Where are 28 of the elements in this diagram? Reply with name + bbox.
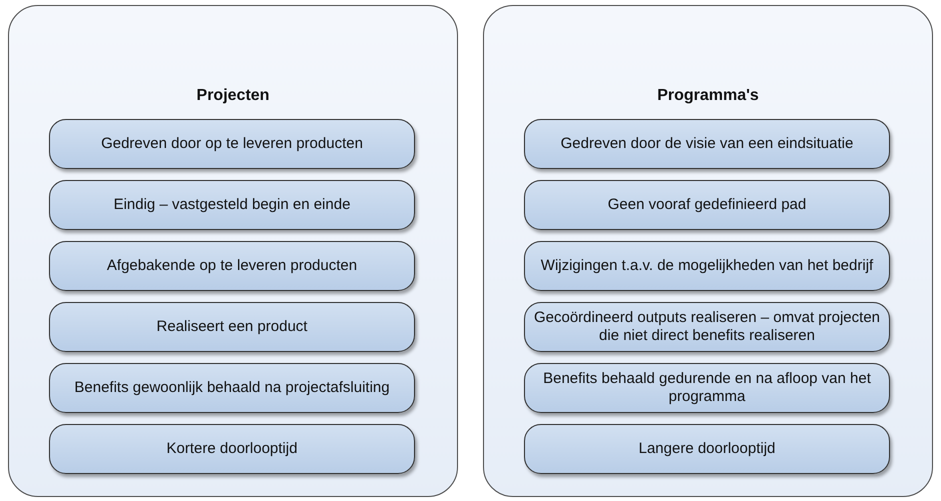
box-text: Gedreven door de visie van een eindsituatie: [560, 135, 854, 153]
rounded-box: [524, 180, 890, 230]
box-text: Wijzigingen t.a.v. de mogelijkheden van het bedrijf: [540, 257, 874, 275]
box-text: Geen vooraf gedefinieerd pad: [608, 196, 806, 214]
box-text: Benefits gewoonlijk behaald na projectafsluiting: [74, 379, 390, 397]
rounded-box: [49, 180, 415, 230]
box-text: Gedreven door op te leveren producten: [101, 135, 363, 153]
rounded-box: [49, 119, 415, 169]
box-text: Afgebakende op te leveren producten: [106, 257, 358, 275]
rounded-box: [49, 302, 415, 352]
rounded-box: [49, 424, 415, 474]
rounded-box: [524, 119, 890, 169]
rounded-box: [524, 424, 890, 474]
panel-title: Programma's: [657, 86, 759, 106]
rounded-box: [49, 363, 415, 413]
panel: [483, 5, 933, 497]
box-text: Benefits behaald gedurende en na afloop van het programma: [542, 370, 872, 406]
panel: [8, 5, 458, 497]
rounded-box: [524, 302, 890, 352]
box-text: Eindig – vastgesteld begin en einde: [114, 196, 350, 214]
box-text: Langere doorlooptijd: [638, 440, 776, 458]
rounded-box: [524, 363, 890, 413]
rounded-box: [524, 241, 890, 291]
box-text: Realiseert een product: [156, 318, 308, 336]
box-text: Kortere doorlooptijd: [166, 440, 298, 458]
box-text: Gecoördineerd outputs realiseren – omvat projecten die niet direct benefits realiseren: [532, 309, 882, 345]
panel-title: Projecten: [196, 86, 270, 106]
rounded-box: [49, 241, 415, 291]
